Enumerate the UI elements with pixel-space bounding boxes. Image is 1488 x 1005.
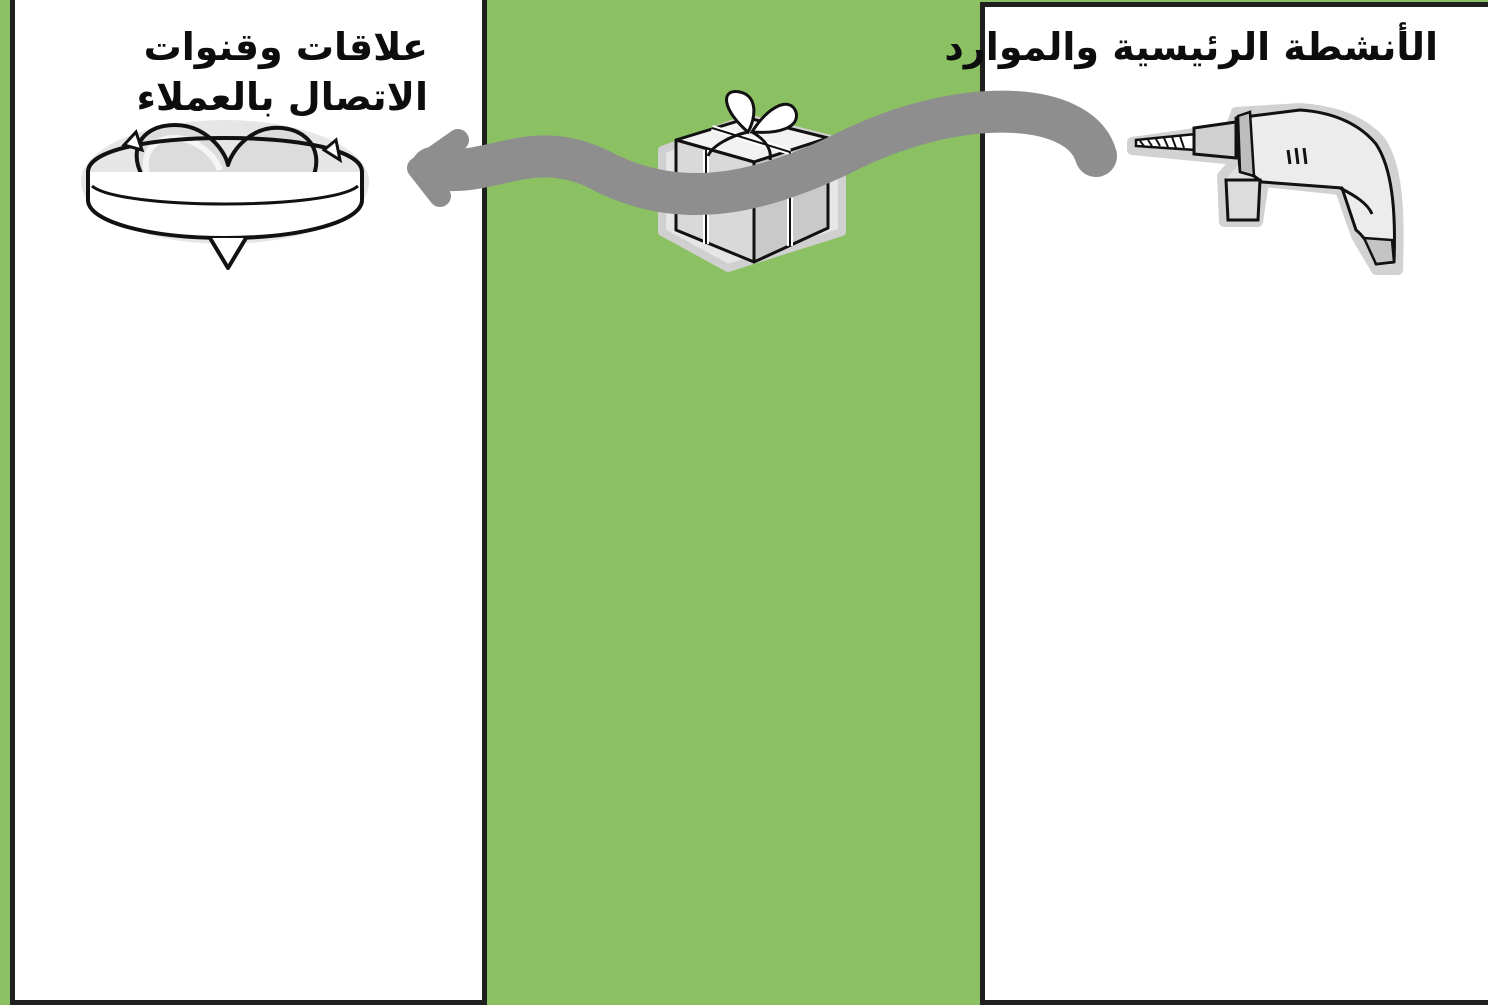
customer-relationships-title: علاقات وقنوات الاتصال بالعملاء: [68, 22, 428, 122]
key-activities-title: الأنشطة الرئيسية والموارد: [1018, 22, 1438, 72]
gift-box-icon: [662, 92, 842, 268]
key-activities-panel: [980, 2, 1488, 1005]
customer-relationships-panel: [10, 0, 487, 1005]
